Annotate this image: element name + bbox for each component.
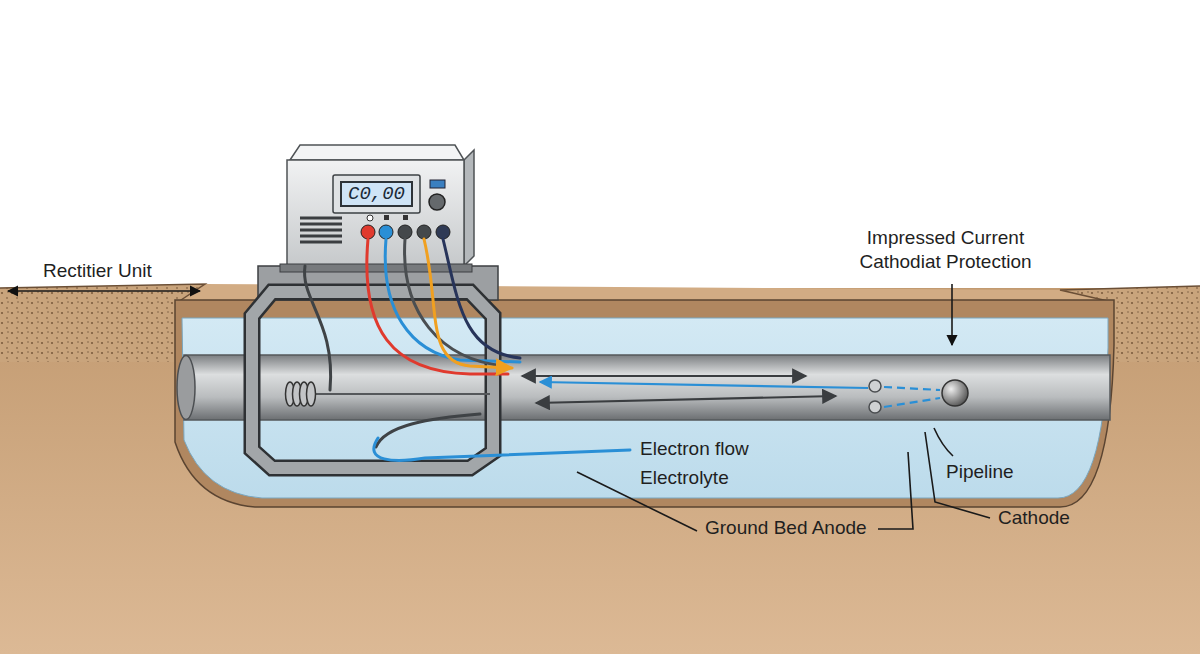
part-label: Cathode bbox=[998, 506, 1070, 530]
part-label: Electrolyte bbox=[640, 466, 729, 490]
current-arrow bbox=[536, 396, 836, 403]
current-arrow bbox=[522, 376, 968, 413]
part-label: Pipeline bbox=[946, 460, 1014, 484]
housing bbox=[252, 292, 493, 468]
leader-line bbox=[951, 284, 953, 345]
rectifier-unit bbox=[464, 150, 474, 266]
part-label: Ground Bed Anode bbox=[705, 516, 867, 540]
housing bbox=[252, 266, 498, 468]
vent-slots bbox=[300, 217, 342, 220]
current-arrow bbox=[540, 382, 868, 388]
ground bbox=[0, 288, 1200, 654]
terminal bbox=[361, 225, 375, 239]
coil bbox=[312, 393, 490, 395]
housing bbox=[252, 292, 493, 468]
terminal bbox=[436, 225, 450, 239]
vent-slots bbox=[300, 241, 342, 244]
current-arrow bbox=[869, 380, 881, 392]
part-label: Electron flow bbox=[640, 437, 749, 461]
pipeline bbox=[177, 356, 195, 420]
terminal bbox=[417, 225, 431, 239]
vent-slots bbox=[300, 235, 342, 238]
pipeline bbox=[177, 355, 1110, 420]
terminal-marker bbox=[384, 215, 389, 220]
terminal bbox=[379, 225, 393, 239]
terminal-marker bbox=[403, 215, 408, 220]
vent-slots bbox=[300, 229, 342, 232]
rectifier-unit bbox=[280, 264, 472, 272]
current-arrow bbox=[522, 375, 806, 377]
cable bbox=[305, 239, 630, 460]
display-screen: C0,00 bbox=[340, 181, 413, 207]
current-arrow bbox=[942, 380, 968, 406]
rectifier-unit bbox=[290, 145, 464, 160]
ground bbox=[0, 284, 1200, 654]
title-label: Impressed Current Cathodiat Protection bbox=[838, 226, 1053, 274]
vent-slots bbox=[300, 223, 342, 226]
display-reading: C0,00 bbox=[348, 183, 405, 205]
leader-line bbox=[8, 284, 990, 531]
terminal bbox=[398, 225, 412, 239]
cable bbox=[305, 266, 331, 390]
cable bbox=[424, 239, 512, 368]
control-knob bbox=[429, 194, 445, 210]
cable bbox=[443, 239, 520, 358]
cable bbox=[376, 414, 480, 447]
rectifier-unit bbox=[287, 160, 464, 266]
cable bbox=[374, 438, 630, 460]
current-arrow bbox=[884, 398, 940, 407]
current-arrow bbox=[869, 401, 881, 413]
pipeline bbox=[184, 355, 1110, 420]
leader-line bbox=[934, 428, 953, 456]
coil bbox=[307, 382, 316, 406]
indicator-icon bbox=[430, 180, 445, 188]
leader-line bbox=[8, 290, 200, 292]
current-arrow bbox=[884, 387, 940, 390]
coil bbox=[286, 382, 491, 406]
part-label: Rectitier Unit bbox=[43, 259, 152, 283]
terminal-marker bbox=[367, 215, 373, 221]
vent-slots bbox=[300, 218, 342, 242]
rectifier-unit bbox=[333, 175, 420, 213]
leader-line bbox=[878, 452, 913, 529]
